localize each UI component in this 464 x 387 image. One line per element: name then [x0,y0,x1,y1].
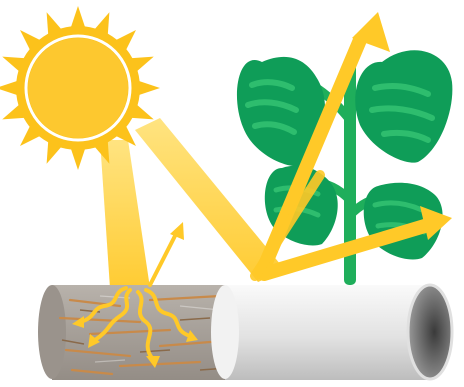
beam-to-rough-pipe [100,140,150,288]
pipe [38,285,452,380]
sun [0,6,160,170]
diffuse-reflection-arrow [150,222,184,285]
pipe-smooth-section [211,285,452,380]
leaf-upper-right [355,50,452,162]
pipe-opening [408,285,452,379]
